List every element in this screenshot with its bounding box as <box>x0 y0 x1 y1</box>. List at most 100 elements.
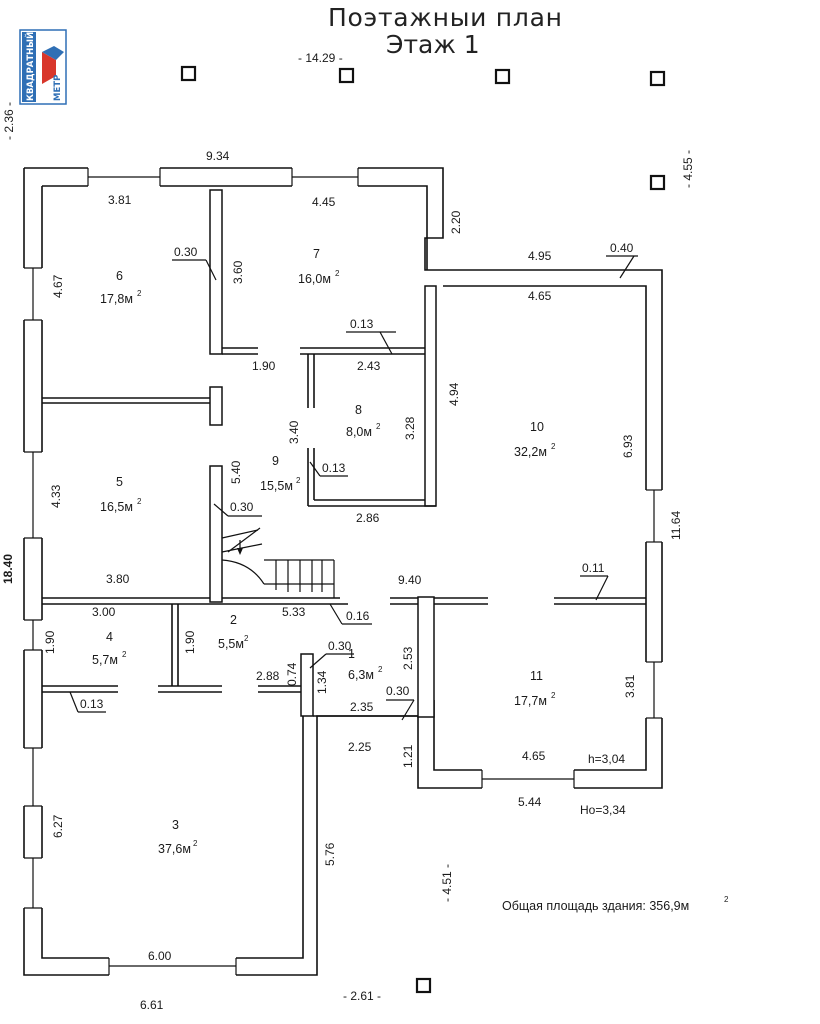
svg-text:2: 2 <box>376 422 381 431</box>
dim-label: 6.27 <box>51 814 65 838</box>
dim-label: 2.43 <box>357 359 381 373</box>
dim-label: 4.95 <box>528 249 552 263</box>
dim-label: 6.00 <box>148 949 172 963</box>
room-1-number: 1 <box>348 647 355 661</box>
room-9-area: 15,5м <box>260 479 293 493</box>
room-11-number: 11 <box>530 669 543 683</box>
dim-label: 4.45 <box>312 195 336 209</box>
svg-text:2: 2 <box>193 839 198 848</box>
left-offset-mark: - 2.36 - <box>2 102 16 140</box>
logo-line1: КВАДРАТНЫЙ <box>24 32 36 101</box>
floor-label: Этаж 1 <box>386 30 480 59</box>
dim-label: 0.13 <box>350 317 374 331</box>
dim-label: 4.65 <box>522 749 546 763</box>
room-6-area: 17,8м <box>100 292 133 306</box>
dim-label: 0.30 <box>230 500 254 514</box>
svg-text:2: 2 <box>244 634 249 643</box>
svg-text:2: 2 <box>551 691 556 700</box>
dim-label: 9.34 <box>206 149 230 163</box>
room-7-number: 7 <box>313 247 320 261</box>
overall-height: Ho=3,34 <box>580 803 626 817</box>
dim-label: 9.40 <box>398 573 422 587</box>
room-9-number: 9 <box>272 454 279 468</box>
svg-text:2: 2 <box>335 269 340 278</box>
dim-label: 5.76 <box>323 842 337 866</box>
svg-text:2: 2 <box>137 497 142 506</box>
room-5-number: 5 <box>116 475 123 489</box>
site-markers <box>180 65 666 994</box>
dim-label: 0.13 <box>80 697 104 711</box>
logo-line2: МЕТР <box>53 75 63 101</box>
room-7-area: 16,0м <box>298 272 331 286</box>
dim-label: 0.11 <box>582 561 605 575</box>
room-labels: 6 17,8м 2 7 16,0м 2 8 8,0м 2 9 15,5м 2 1… <box>92 247 556 856</box>
dim-label: 0.30 <box>174 245 198 259</box>
dim-label: 3.80 <box>106 572 130 586</box>
dim-label: 6.93 <box>621 434 635 458</box>
dim-label: 5.40 <box>229 460 243 484</box>
dim-label: 2.88 <box>256 669 280 683</box>
dim-label: 3.40 <box>287 420 301 444</box>
total-area-label: Общая площадь здания: 356,9м <box>502 899 689 913</box>
dim-label: 0.13 <box>322 461 346 475</box>
dim-label: 3.81 <box>623 674 637 698</box>
dim-label: 2.20 <box>449 210 463 234</box>
dim-label: 2.25 <box>348 740 372 754</box>
dim-label: 3.81 <box>108 193 132 207</box>
dim-label: 0.40 <box>610 241 634 255</box>
staircase <box>221 527 335 598</box>
dim-label: 1.90 <box>43 630 57 654</box>
ceiling-height: h=3,04 <box>588 752 625 766</box>
walls <box>23 167 663 977</box>
room-8-number: 8 <box>355 403 362 417</box>
room-3-area: 37,6м <box>158 842 191 856</box>
room-8-area: 8,0м <box>346 425 372 439</box>
dim-label: 1.21 <box>401 744 415 768</box>
bottom-width-mark: - 2.61 - <box>343 989 381 1003</box>
dim-label: 3.00 <box>92 605 116 619</box>
svg-text:2: 2 <box>551 442 556 451</box>
room-10-number: 10 <box>530 420 544 434</box>
dim-label: 0.16 <box>346 609 370 623</box>
svg-text:2: 2 <box>137 289 142 298</box>
dim-label: 3.28 <box>403 416 417 440</box>
total-area-sup: 2 <box>724 895 729 904</box>
dimension-labels: 9.34 3.81 4.45 4.95 0.40 4.65 0.30 1.90 … <box>1 149 683 1012</box>
svg-text:2: 2 <box>296 476 301 485</box>
plan-title: Поэтажныи план <box>328 3 562 32</box>
svg-text:2: 2 <box>378 665 383 674</box>
top-width-mark: - 14.29 - <box>298 51 343 65</box>
room-2-area: 5,5м <box>218 637 244 651</box>
svg-text:2: 2 <box>122 650 127 659</box>
room-4-number: 4 <box>106 630 113 644</box>
room-4-area: 5,7м <box>92 653 118 667</box>
dim-label: 4.94 <box>447 382 461 406</box>
room-1-area: 6,3м <box>348 668 374 682</box>
dim-label: 2.35 <box>350 700 374 714</box>
room-3-number: 3 <box>172 818 179 832</box>
dim-label: 5.33 <box>282 605 306 619</box>
dim-label: 1.90 <box>183 630 197 654</box>
room-5-area: 16,5м <box>100 500 133 514</box>
total-area: Общая площадь здания: 356,9м 2 <box>502 895 729 913</box>
dim-label: 2.53 <box>401 646 415 670</box>
dim-label: 0.30 <box>386 684 410 698</box>
dim-label: 11.64 <box>669 511 683 540</box>
dim-label: 4.67 <box>51 274 65 298</box>
room-2-number: 2 <box>230 613 237 627</box>
dim-label: 18.40 <box>1 554 15 584</box>
dim-label: 4.33 <box>49 484 63 508</box>
bottom-right-offset-mark: - 4.51 - <box>440 864 454 902</box>
dim-label: 4.65 <box>528 289 552 303</box>
dim-label: 5.44 <box>518 795 542 809</box>
room-10-area: 32,2м <box>514 445 547 459</box>
dim-label: 0.74 <box>285 662 299 686</box>
logo: КВАДРАТНЫЙ МЕТР <box>19 29 67 105</box>
dim-label: 2.86 <box>356 511 380 525</box>
room-6-number: 6 <box>116 269 123 283</box>
dim-label: 6.61 <box>140 998 164 1012</box>
room-11-area: 17,7м <box>514 694 547 708</box>
dim-label: 3.60 <box>231 260 245 284</box>
dim-label: 1.34 <box>315 670 329 694</box>
